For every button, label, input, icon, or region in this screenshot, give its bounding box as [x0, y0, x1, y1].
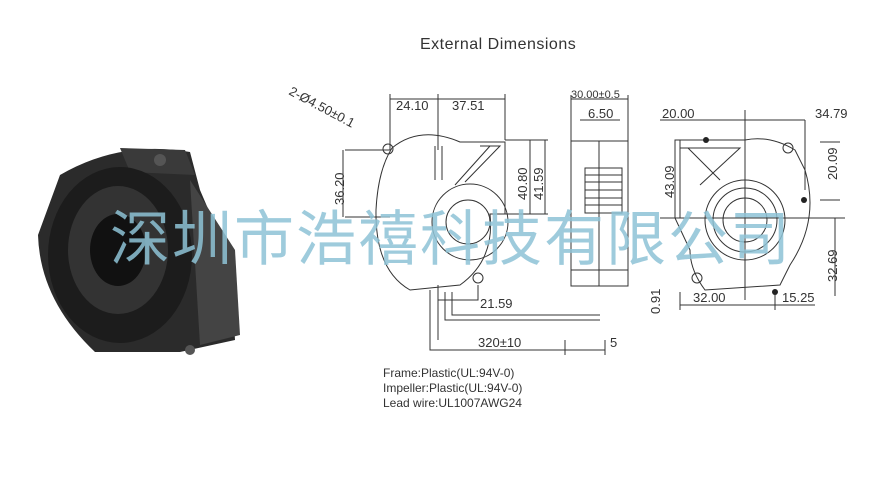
dim-outlet: 21.59 [480, 296, 513, 311]
fan-photo [38, 148, 240, 355]
dim-back-h-low: 32.69 [825, 249, 840, 282]
dim-lead: 320±10 [478, 335, 521, 350]
dim-back-bottom-left: 32.00 [693, 290, 726, 305]
dim-strip: 5 [610, 335, 617, 350]
dim-w-right: 37.51 [452, 98, 485, 113]
dim-h-inner: 40.80 [515, 167, 530, 200]
dim-h-outer: 41.59 [531, 167, 546, 200]
dim-back-bottom-right: 15.25 [782, 290, 815, 305]
dim-hub: 6.50 [588, 106, 613, 121]
dim-back-right: 34.79 [815, 106, 848, 121]
spec-lead-wire: Lead wire:UL1007AWG24 [383, 396, 522, 410]
spec-impeller: Impeller:Plastic(UL:94V-0) [383, 381, 523, 395]
spec-frame: Frame:Plastic(UL:94V-0) [383, 366, 515, 380]
watermark: 深圳市浩禧科技有限公司 [110, 205, 792, 275]
page-title: External Dimensions [420, 36, 577, 53]
material-specs: Frame:Plastic(UL:94V-0) Impeller:Plastic… [383, 366, 522, 411]
dim-back-offset: 0.91 [648, 289, 663, 314]
dim-back-h-right: 20.09 [825, 147, 840, 180]
dim-back-left: 20.00 [662, 106, 695, 121]
dim-w-left: 24.10 [396, 98, 429, 113]
dim-back-h-top: 43.09 [662, 165, 677, 198]
hole-dimension: 2-Ø4.50±0.1 [287, 83, 358, 130]
dim-h-left: 36.20 [332, 172, 347, 205]
dim-thickness: 30.00±0.5 [571, 89, 620, 101]
